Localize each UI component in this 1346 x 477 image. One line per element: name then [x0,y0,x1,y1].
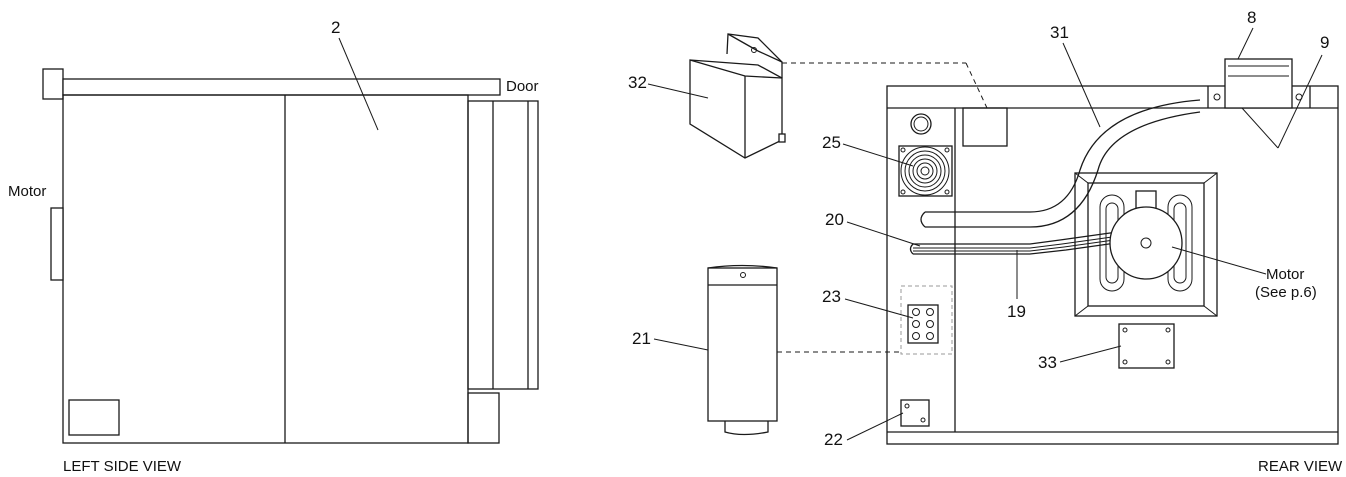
callout-31: 31 [1050,23,1069,42]
motor-label-rear: Motor [1266,266,1304,283]
rear-view-caption: REAR VIEW [1258,458,1343,475]
callout-25: 25 [822,133,841,152]
callout-22: 22 [824,430,843,449]
rear-view [886,58,1339,445]
top-cap-block [42,68,64,100]
callout-20: 20 [825,210,844,229]
callout-23: 23 [822,287,841,306]
terminal-block [907,304,939,344]
top-rail [62,78,501,96]
left-body [62,94,469,444]
hose-tube [925,99,1201,213]
callout-8: 8 [1247,8,1256,27]
cover-plate [1118,323,1175,369]
motor-label-rear-note: (See p.6) [1255,284,1317,301]
rear-frame [886,85,1339,445]
motor-housing-left [50,207,64,281]
fan-guard [898,145,953,197]
junction-box [962,107,1008,147]
callout-33: 33 [1038,353,1057,372]
motor-label-left: Motor [8,183,46,200]
motor-assembly [1074,172,1218,317]
terminal-area-outline [900,285,953,355]
callout-2: 2 [331,18,340,37]
left-side-view [42,68,539,444]
callout-32: 32 [628,73,647,92]
door-label: Door [506,78,539,95]
power-cable [913,231,1121,245]
callout-21: 21 [632,329,651,348]
callout-9: 9 [1320,33,1329,52]
door-outer [467,100,539,390]
callout-19: 19 [1007,302,1026,321]
access-panel [68,399,120,436]
cord-hole [910,113,932,135]
door-lower-block [467,392,500,444]
ground-plate [900,399,930,427]
left-side-view-caption: LEFT SIDE VIEW [63,458,182,475]
part-32-box [689,33,786,159]
part-21-cover [707,264,778,436]
switch-box [1224,58,1293,109]
